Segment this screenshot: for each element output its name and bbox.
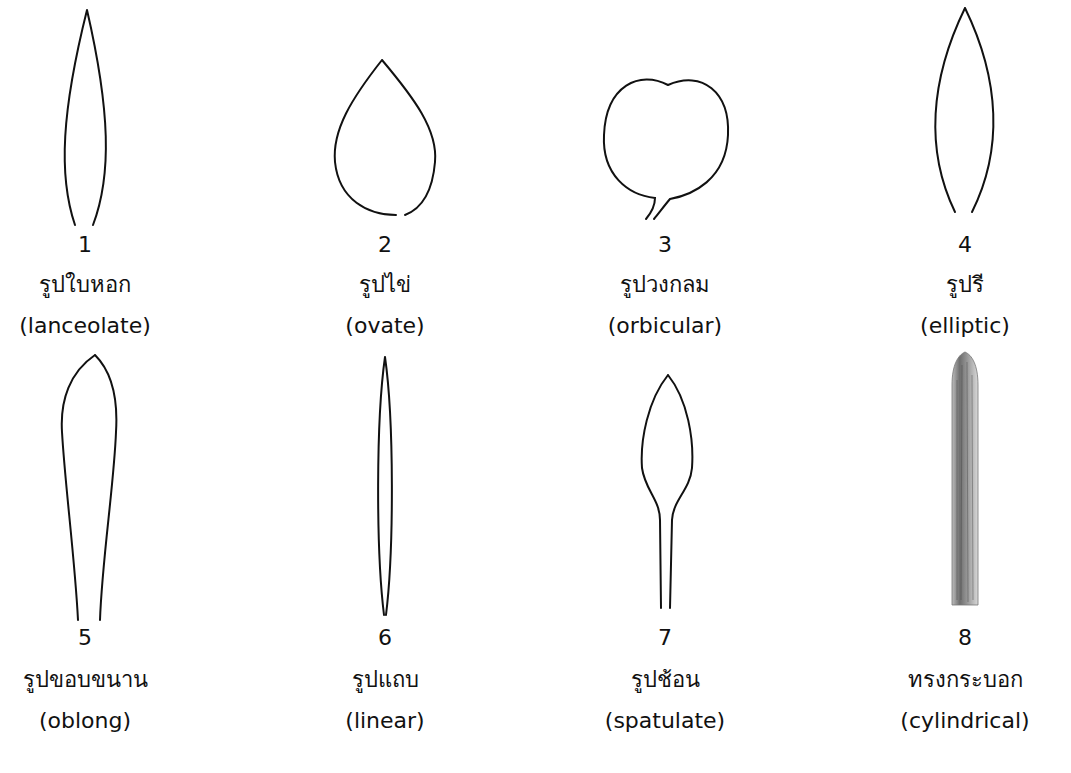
- spatulate-leaf: [642, 375, 693, 608]
- leaf-number: 4: [958, 232, 972, 258]
- thai-leaf-name: รูปช้อน: [631, 667, 700, 693]
- english-leaf-name: (oblong): [39, 708, 131, 734]
- english-leaf-name: (lanceolate): [19, 313, 151, 339]
- leaf-number: 3: [658, 232, 672, 258]
- thai-leaf-name: รูปวงกลม: [620, 272, 710, 298]
- thai-leaf-name: รูปขอบขนาน: [23, 667, 148, 693]
- thai-leaf-name: รูปแถบ: [352, 667, 419, 693]
- leaf-number: 2: [378, 232, 392, 258]
- english-leaf-name: (spatulate): [605, 708, 725, 734]
- orbicular-leaf: [604, 79, 728, 219]
- linear-leaf: [378, 357, 392, 615]
- english-leaf-name: (ovate): [345, 313, 424, 339]
- elliptic-leaf: [935, 8, 993, 212]
- thai-leaf-name: รูปรี: [946, 272, 984, 298]
- cylindrical-leaf: [952, 352, 978, 605]
- leaf-number: 6: [378, 625, 392, 651]
- thai-leaf-name: ทรงกระบอก: [908, 667, 1023, 693]
- english-leaf-name: (cylindrical): [900, 708, 1029, 734]
- leaf-number: 7: [658, 625, 672, 651]
- thai-leaf-name: รูปไข่: [359, 272, 411, 298]
- lanceolate-leaf: [65, 10, 106, 225]
- ovate-leaf: [335, 60, 436, 215]
- english-leaf-name: (orbicular): [608, 313, 722, 339]
- english-leaf-name: (linear): [345, 708, 424, 734]
- english-leaf-name: (elliptic): [920, 313, 1010, 339]
- thai-leaf-name: รูปใบหอก: [39, 272, 131, 298]
- leaf-number: 8: [958, 625, 972, 651]
- oblong-leaf: [62, 355, 117, 620]
- leaf-number: 1: [78, 232, 92, 258]
- leaf-number: 5: [78, 625, 92, 651]
